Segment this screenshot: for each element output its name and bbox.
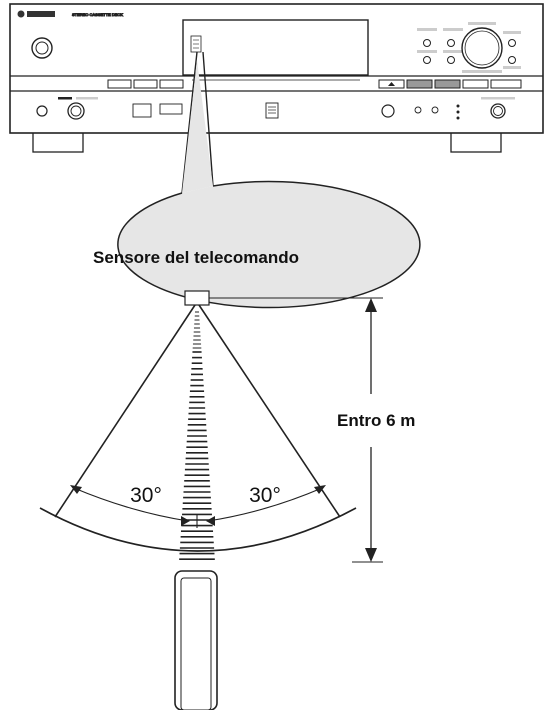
reception-area	[39, 301, 357, 552]
transport-buttons-right	[378, 79, 522, 89]
cone-arc	[39, 507, 357, 552]
distance-arrow-down	[365, 548, 377, 562]
distance-dimension	[209, 297, 383, 563]
device-logo	[17, 10, 55, 18]
sensor-box	[184, 290, 210, 306]
distance-label: Entro 6 m	[337, 411, 415, 430]
sensor-callout	[117, 51, 421, 309]
svg-text:STEREO CASSETTE DECK: STEREO CASSETTE DECK	[72, 12, 123, 17]
ir-beam	[179, 311, 215, 561]
angle-arc-left	[73, 487, 189, 522]
sensor-label: Sensore del telecomando	[93, 248, 299, 267]
angle-label-right: 30°	[249, 484, 281, 507]
remote-control	[174, 570, 218, 710]
distance-arrow-up	[365, 298, 377, 312]
angle-arrowheads	[70, 485, 326, 526]
angle-label-left: 30°	[130, 484, 162, 507]
control-buttons-right	[417, 28, 521, 69]
transport-buttons-left	[107, 79, 184, 89]
cone-edge-left	[54, 301, 198, 518]
phones-jack	[36, 105, 48, 117]
display-window	[182, 19, 369, 76]
cone-edge-right	[196, 301, 341, 518]
callout-ellipse	[117, 180, 421, 309]
device-front-panel: STEREO CASSETTE DECK	[9, 3, 544, 153]
angle-arc-right	[207, 487, 323, 522]
